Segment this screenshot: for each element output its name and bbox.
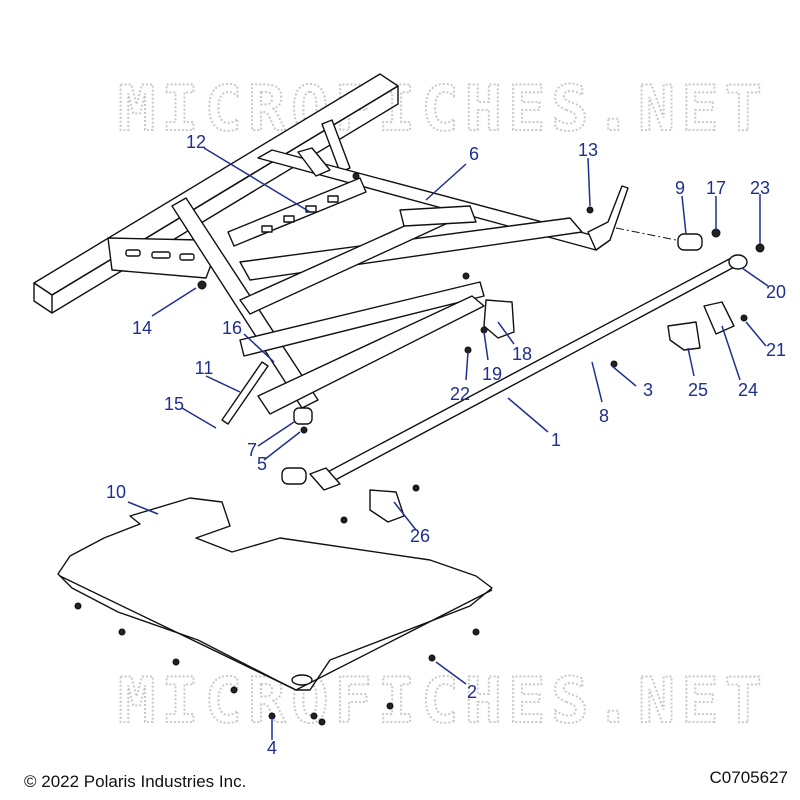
watermark-top: MICROFICHES.NET bbox=[118, 72, 768, 145]
main-frame bbox=[171, 147, 629, 409]
bracket-25 bbox=[667, 321, 701, 351]
bushing-9 bbox=[677, 233, 703, 251]
bracket-26 bbox=[369, 489, 405, 523]
link-rod-11 bbox=[221, 361, 269, 425]
callout-13: 13 bbox=[577, 140, 599, 160]
centerline bbox=[615, 227, 677, 241]
bracket-24 bbox=[703, 301, 735, 335]
callout-3: 3 bbox=[642, 380, 654, 400]
callout-12: 12 bbox=[185, 132, 207, 152]
callout-1: 1 bbox=[550, 430, 562, 450]
part-code: C0705627 bbox=[709, 768, 788, 787]
callout-22: 22 bbox=[449, 384, 471, 404]
callout-24: 24 bbox=[737, 380, 759, 400]
bushing-left bbox=[281, 467, 307, 485]
callout-8: 8 bbox=[598, 406, 610, 426]
callout-14: 14 bbox=[131, 318, 153, 338]
fasteners bbox=[74, 172, 765, 726]
callout-10: 10 bbox=[105, 482, 127, 502]
bushing-7 bbox=[293, 407, 313, 425]
callout-2: 2 bbox=[466, 682, 478, 702]
callout-21: 21 bbox=[765, 340, 787, 360]
callout-11: 11 bbox=[194, 358, 214, 378]
copyright-notice: © 2022 Polaris Industries Inc. bbox=[24, 772, 247, 791]
leader-lines bbox=[127, 147, 769, 740]
watermark-bottom: MICROFICHES.NET bbox=[118, 664, 768, 737]
stabilizer-bar bbox=[309, 255, 741, 491]
callout-15: 15 bbox=[163, 394, 185, 414]
bracket-18 bbox=[483, 299, 515, 339]
callout-18: 18 bbox=[511, 344, 533, 364]
slotted-crossbar bbox=[227, 177, 367, 247]
callout-9: 9 bbox=[674, 178, 686, 198]
rail-upright bbox=[321, 119, 351, 173]
bushing-20 bbox=[728, 254, 748, 270]
callout-4: 4 bbox=[266, 738, 278, 758]
lower-mount-plate bbox=[257, 295, 485, 415]
callout-19: 19 bbox=[481, 364, 503, 384]
callout-20: 20 bbox=[765, 282, 787, 302]
callout-25: 25 bbox=[687, 380, 709, 400]
callout-23: 23 bbox=[749, 178, 771, 198]
callout-5: 5 bbox=[256, 454, 268, 474]
callout-7: 7 bbox=[246, 440, 258, 460]
callout-6: 6 bbox=[468, 144, 480, 164]
callout-26: 26 bbox=[409, 526, 431, 546]
skid-plate bbox=[57, 497, 493, 691]
callout-17: 17 bbox=[705, 178, 727, 198]
rail-bracket-plate bbox=[107, 237, 213, 279]
callout-16: 16 bbox=[221, 318, 243, 338]
